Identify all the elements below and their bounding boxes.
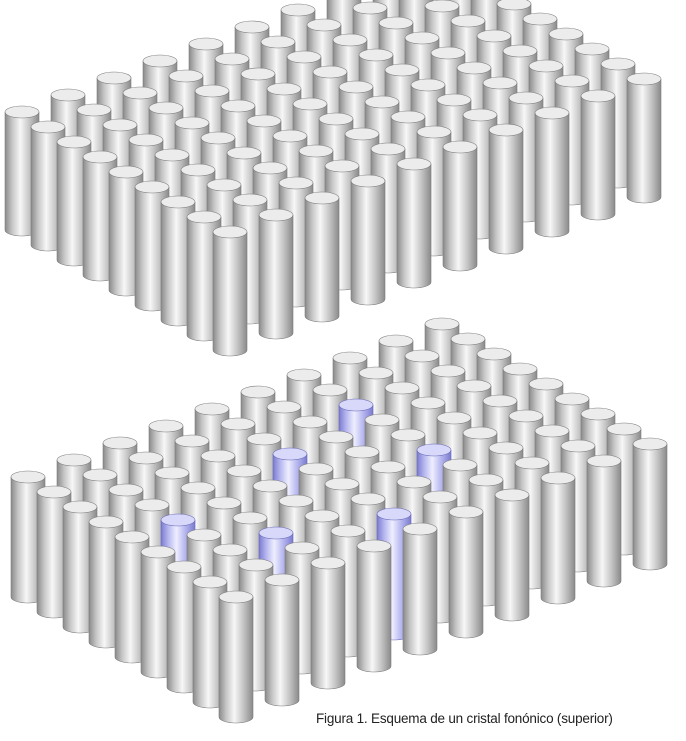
rod <box>403 523 437 655</box>
rod <box>265 574 299 706</box>
perfect-crystal-panel <box>5 0 661 356</box>
rod <box>357 540 391 672</box>
rod <box>305 192 339 322</box>
figure-caption: Figura 1. Esquema de un cristal fonónico… <box>316 711 682 726</box>
rod <box>259 209 293 339</box>
rod <box>397 158 431 288</box>
rod <box>541 472 575 604</box>
rod <box>489 124 523 254</box>
rod <box>587 455 621 587</box>
defect-crystal-panel <box>11 318 667 723</box>
rod <box>219 591 253 723</box>
rod <box>633 438 667 570</box>
rod <box>443 141 477 271</box>
rod <box>449 506 483 638</box>
rod <box>627 73 661 203</box>
rod <box>495 489 529 621</box>
rod <box>213 226 247 356</box>
rod <box>535 107 569 237</box>
rod <box>581 90 615 220</box>
rod <box>311 557 345 689</box>
rod <box>351 175 385 305</box>
